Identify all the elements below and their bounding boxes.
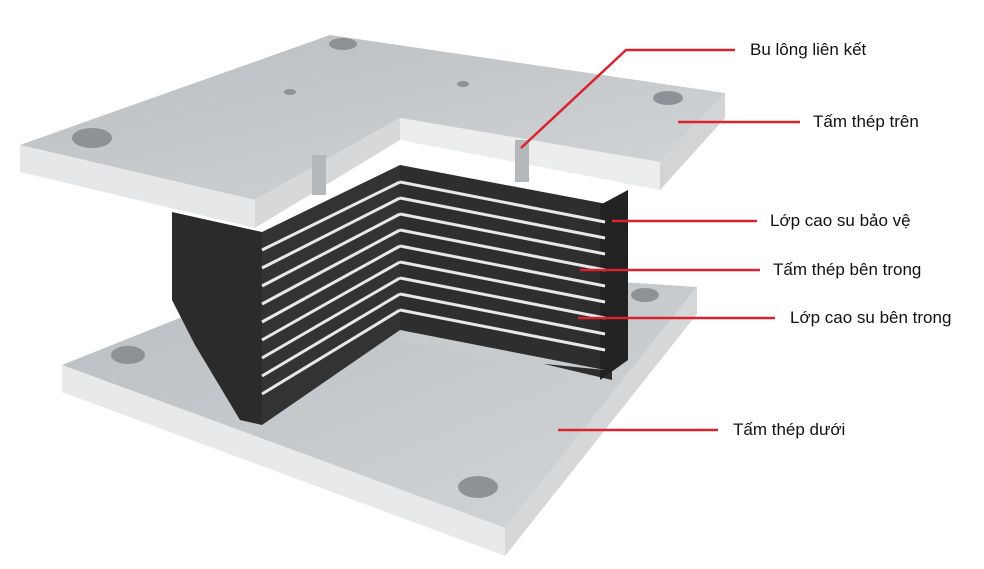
label-inner-steel: Tấm thép bên trong xyxy=(773,260,922,279)
label-bottom-plate: Tấm thép dưới xyxy=(733,420,846,439)
rubber-bearing-core xyxy=(172,165,628,425)
label-cover-rubber: Lớp cao su bảo vệ xyxy=(770,211,911,230)
label-inner-rubber: Lớp cao su bên trong xyxy=(790,308,952,327)
label-bolt: Bu lông liên kết xyxy=(750,40,867,59)
leader-lines xyxy=(520,48,800,432)
label-top-plate: Tấm thép trên xyxy=(813,112,919,131)
top-steel-plate xyxy=(20,35,725,228)
